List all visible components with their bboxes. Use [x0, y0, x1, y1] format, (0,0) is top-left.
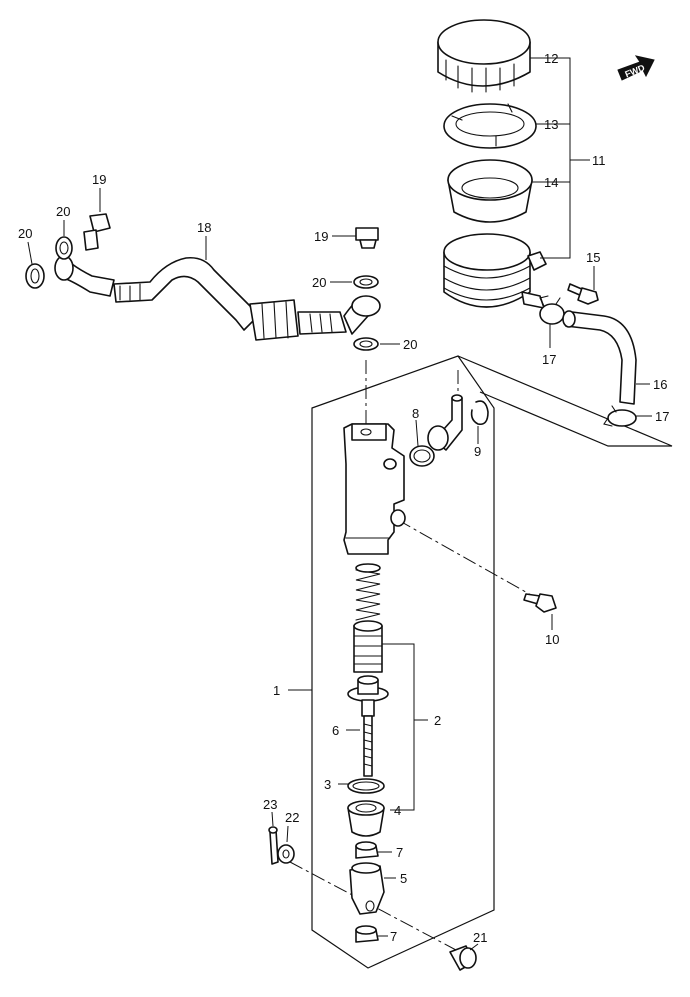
callout-7-upper: 7 [396, 845, 403, 860]
reservoir-plate [443, 103, 537, 149]
centerline-bolt-10 [397, 519, 541, 601]
washer-left-inner [55, 236, 73, 260]
hose-clamp-lower [603, 405, 637, 427]
clevis [349, 862, 385, 915]
callout-20-left-outer: 20 [18, 226, 32, 241]
return-spring [355, 563, 381, 621]
callout-5: 5 [400, 871, 407, 886]
reservoir-mount-bolt [567, 283, 599, 305]
callout-15: 15 [586, 250, 600, 265]
joint-circlip [470, 400, 489, 426]
callout-numbers: 12 13 11 14 15 17 16 17 19 20 18 20 19 2… [18, 51, 669, 945]
callout-19-center: 19 [314, 229, 328, 244]
dust-boot [347, 800, 385, 837]
forward-arrow-icon: FWD [617, 55, 655, 81]
callout-3: 3 [324, 777, 331, 792]
callout-9: 9 [474, 444, 481, 459]
callout-8: 8 [412, 406, 419, 421]
callout-17-lower: 17 [655, 409, 669, 424]
hose-assembly-outline [457, 355, 673, 447]
push-rod-circlip [347, 778, 385, 794]
callout-22: 22 [285, 810, 299, 825]
callout-2: 2 [434, 713, 441, 728]
reservoir-cap [437, 19, 531, 93]
lock-nut-lower [355, 925, 379, 943]
callout-6: 6 [332, 723, 339, 738]
clevis-pin-washer [277, 844, 295, 864]
o-ring [409, 445, 435, 467]
callout-17-upper: 17 [542, 352, 556, 367]
callout-21: 21 [473, 930, 487, 945]
callout-19-left: 19 [92, 172, 106, 187]
washer-center-lower [353, 337, 379, 351]
callout-20-left-inner: 20 [56, 204, 70, 219]
reservoir-hose [562, 310, 637, 405]
reservoir-inlet-joint [427, 394, 463, 451]
callout-11: 11 [592, 153, 606, 168]
lock-nut-upper [355, 841, 379, 859]
union-bolt-center [355, 227, 379, 249]
hose-clamp-upper [539, 295, 565, 325]
callout-12: 12 [544, 51, 558, 66]
union-bolt-left [83, 213, 111, 251]
piston [353, 620, 383, 673]
callout-20-center-lower: 20 [403, 337, 417, 352]
callout-14: 14 [544, 175, 558, 190]
push-rod [347, 675, 389, 777]
callout-4: 4 [394, 803, 401, 818]
washer-left-outer [25, 263, 45, 289]
cotter-pin [268, 826, 279, 865]
washer-center-upper [353, 275, 379, 289]
callout-13: 13 [544, 117, 558, 132]
callout-18: 18 [197, 220, 211, 235]
callout-10: 10 [545, 632, 559, 647]
clevis-pin [449, 945, 477, 971]
brake-hose [54, 255, 381, 341]
callout-16: 16 [653, 377, 667, 392]
callout-7-lower: 7 [390, 929, 397, 944]
callout-1: 1 [273, 683, 280, 698]
reservoir-diaphragm [447, 159, 533, 223]
forward-label: FWD [623, 62, 646, 79]
reservoir-tank [443, 233, 547, 309]
master-cylinder-body [343, 423, 406, 555]
callout-20-center-upper: 20 [312, 275, 326, 290]
callout-23: 23 [263, 797, 277, 812]
cylinder-mount-bolt [523, 593, 557, 613]
leader-lines [27, 57, 652, 951]
